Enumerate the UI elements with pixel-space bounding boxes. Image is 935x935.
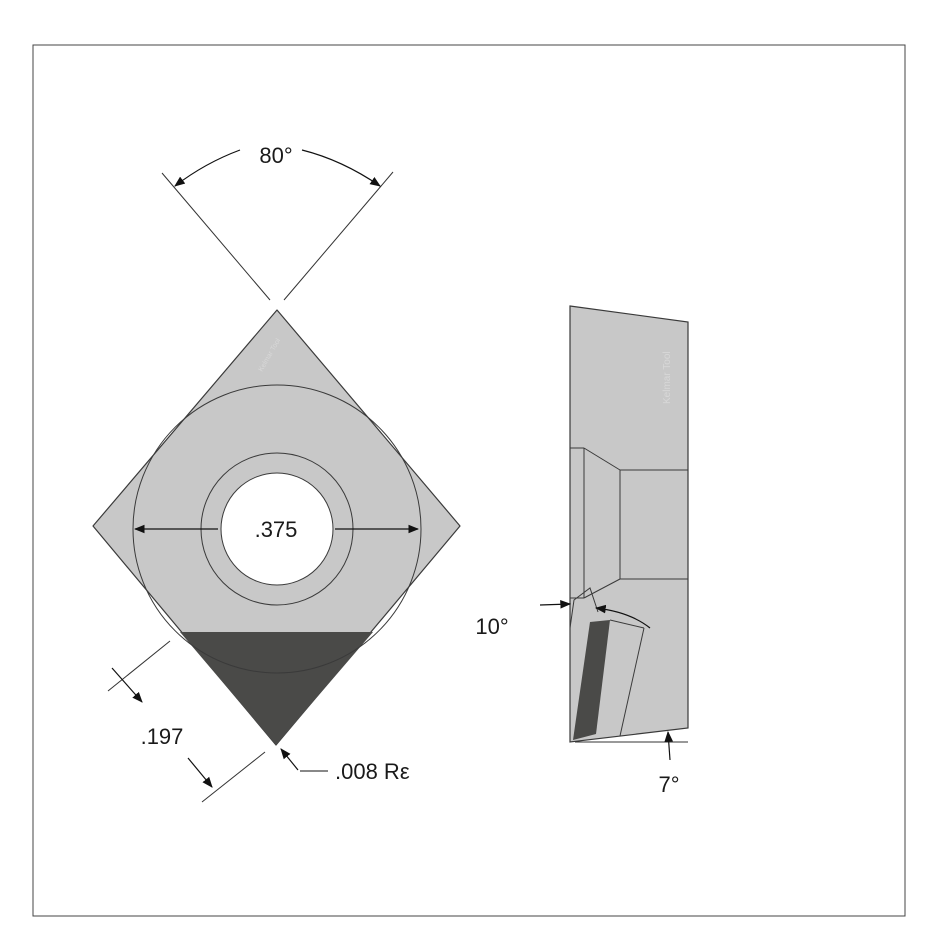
angle-arc-right (301, 149, 381, 187)
corner-radius-label: .008 Rε (335, 759, 410, 784)
drawing-frame (32, 44, 906, 917)
mounting-hole (220, 472, 334, 586)
tip-extension-line-lower (201, 751, 266, 803)
clearance-angle-label: 7° (658, 772, 679, 797)
pcd-tip-side (573, 620, 610, 740)
clearance-angle-arrow (664, 730, 674, 761)
tip-edge-line (609, 619, 645, 629)
inscribed-circle (132, 384, 422, 674)
watermark-side-view: Kelmar Tool (662, 351, 673, 404)
inscribed-circle-label: .375 (255, 517, 298, 542)
included-angle-label: 80° (259, 143, 292, 168)
side-view: 10° 7° Kelmar Tool (475, 305, 689, 797)
tip-flank-line (619, 627, 645, 737)
top-view: 80° .375 .197 .008 Rε Kelmar Tool (92, 143, 461, 803)
pcd-tip (180, 632, 373, 745)
radius-leader-arrow (280, 748, 299, 771)
countersink-top-line (583, 447, 621, 471)
rake-angle-arrow (539, 600, 572, 609)
tip-dim-arrow-upper (111, 667, 143, 703)
rake-face-line (569, 587, 599, 629)
tip-extension-line-upper (107, 640, 171, 692)
tip-length-label: .197 (141, 724, 184, 749)
tip-dim-arrow-lower (187, 757, 213, 788)
angle-extension-line-left (161, 172, 271, 301)
rake-angle-label: 10° (475, 614, 508, 639)
angle-extension-line-right (283, 171, 394, 301)
rake-angle-arc (594, 604, 651, 629)
countersink-bottom-line (583, 578, 621, 599)
angle-arc-left (174, 149, 241, 187)
